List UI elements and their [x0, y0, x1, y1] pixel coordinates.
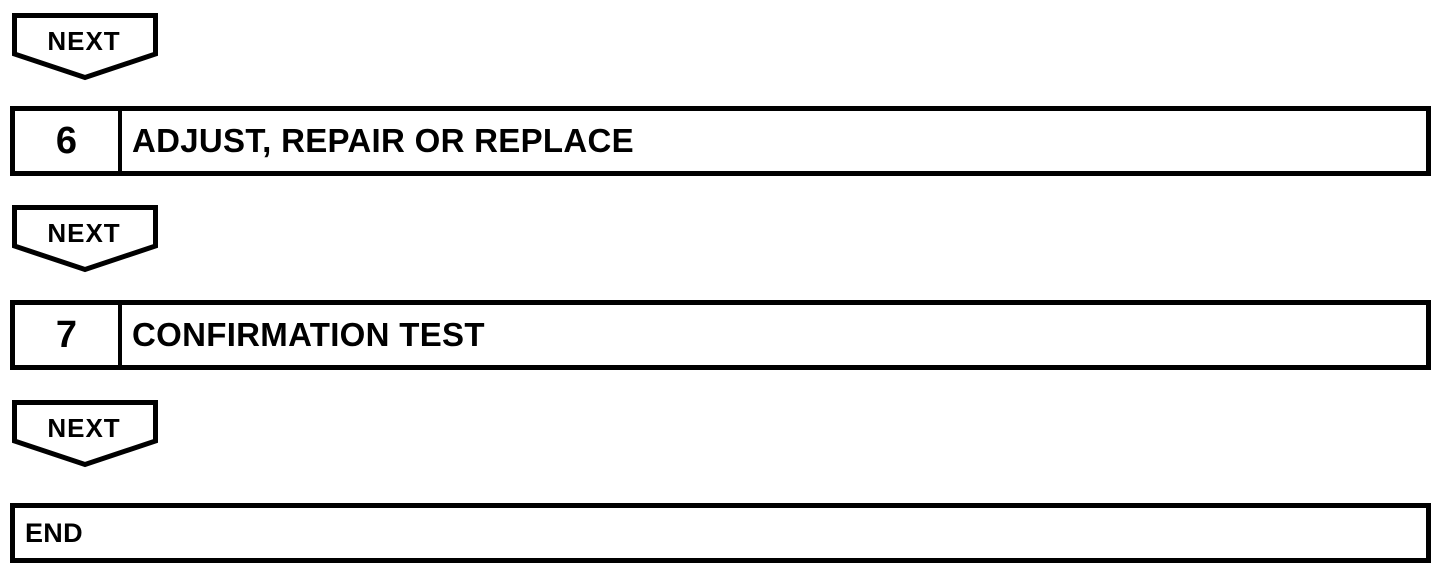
next-connector-label: NEXT [47, 413, 121, 443]
step-label: ADJUST, REPAIR OR REPLACE [132, 122, 634, 159]
next-connector-label: NEXT [47, 218, 121, 248]
step-number: 6 [15, 111, 122, 171]
next-connector-1: NEXT [12, 13, 158, 81]
down-pointer-pentagon-icon [12, 13, 158, 81]
end-box: END [10, 503, 1431, 563]
step-label: CONFIRMATION TEST [132, 316, 485, 353]
step-box-6: 6 ADJUST, REPAIR OR REPLACE [10, 106, 1431, 176]
step-box-7: 7 CONFIRMATION TEST [10, 300, 1431, 370]
down-pointer-pentagon-icon [12, 205, 158, 273]
down-pointer-pentagon-icon [12, 400, 158, 468]
next-connector-label: NEXT [47, 26, 121, 56]
next-connector-3: NEXT [12, 400, 158, 468]
end-label: END [25, 517, 83, 548]
step-number: 7 [15, 305, 122, 365]
next-connector-2: NEXT [12, 205, 158, 273]
